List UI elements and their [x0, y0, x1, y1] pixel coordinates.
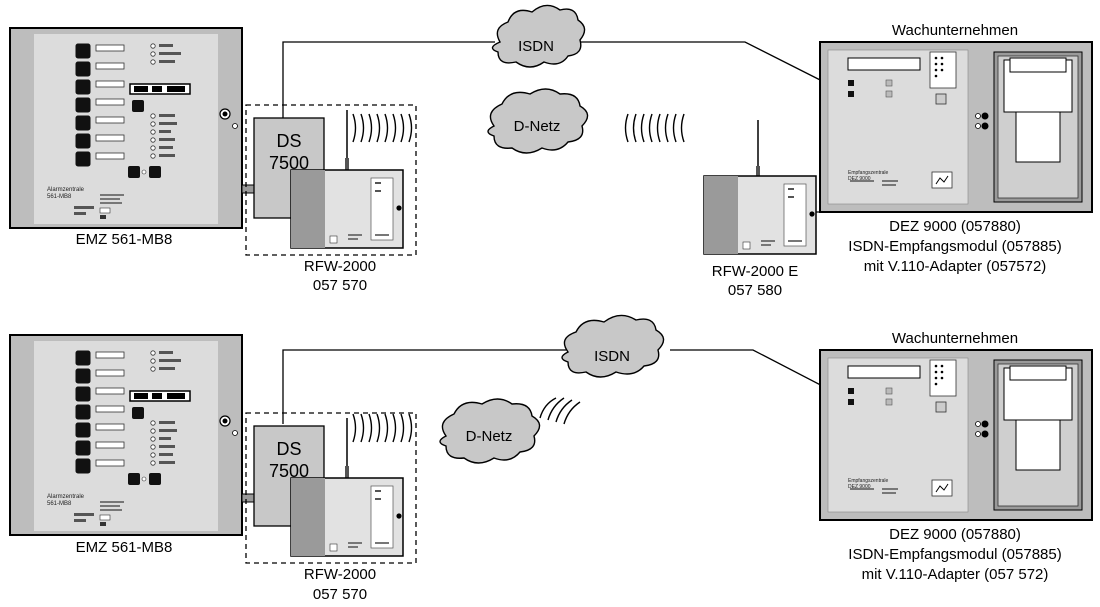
alarm-panel-text-1-top: Alarmzentrale — [47, 187, 85, 193]
dashed-group-bottom — [245, 412, 417, 564]
ds-label-1-bottom: DS — [276, 439, 301, 459]
isdn-line-bottom — [282, 349, 837, 424]
rfw-sender-caption-1-bottom: RFW-2000 — [304, 566, 376, 583]
dez-caption-2-bottom: ISDN-Empfangsmodul (057885) — [848, 546, 1061, 563]
ds7500-top: DS 7500 — [253, 117, 325, 219]
rfw-sender-caption-1-top: RFW-2000 — [304, 258, 376, 275]
dnetz-cloud-bottom: D-Netz — [439, 398, 541, 464]
rfw-sender-bottom — [290, 418, 404, 557]
ds-label-2-bottom: 7500 — [269, 461, 309, 481]
security-company-title-top: Wachunternehmen — [892, 22, 1018, 39]
dez-panel-label-1-top: Empfangszentrale — [848, 170, 889, 176]
alarm-panel-caption-top: EMZ 561-MB8 — [76, 231, 173, 248]
dez-caption-1-bottom: DEZ 9000 (057880) — [889, 526, 1021, 543]
rfw-receiver-caption-1-top: RFW-2000 E — [712, 263, 798, 280]
isdn-label-bottom: ISDN — [594, 348, 630, 365]
radio-waves-top-sender — [352, 113, 413, 143]
rfw-receiver-top — [703, 120, 817, 255]
alarm-panel-caption-bottom: EMZ 561-MB8 — [76, 539, 173, 556]
top-scenario: ISDN D-Netz Alarmzentrale 561-MB8 EMZ 56… — [9, 4, 1093, 299]
dez-panel-label-1-bottom: Empfangszentrale — [848, 478, 889, 484]
dez-panel-label-2-top: DEZ 9000 — [848, 176, 871, 182]
isdn-cloud-bottom: ISDN — [561, 314, 665, 378]
rfw-sender-top — [290, 110, 404, 249]
alarm-panel-text-1-bottom: Alarmzentrale — [47, 494, 85, 500]
isdn-line-top — [282, 41, 837, 124]
alarm-panel-text-2-top: 561-MB8 — [47, 194, 72, 200]
radio-waves-bottom-sender — [352, 413, 413, 443]
dez-caption-3-bottom: mit V.110-Adapter (057 572) — [862, 566, 1049, 583]
radio-waves-top-receiver — [624, 113, 685, 143]
receiving-station-top: Empfangszentrale DEZ 9000 — [819, 41, 1093, 213]
receiving-station-bottom: Empfangszentrale DEZ 9000 — [819, 349, 1093, 521]
rfw-sender-caption-2-bottom: 057 570 — [313, 586, 367, 603]
alarm-panel-bottom: Alarmzentrale 561-MB8 — [9, 334, 243, 536]
dez-caption-1-top: DEZ 9000 (057880) — [889, 218, 1021, 235]
dez-caption-2-top: ISDN-Empfangsmodul (057885) — [848, 238, 1061, 255]
security-company-title-bottom: Wachunternehmen — [892, 330, 1018, 347]
dez-caption-3-top: mit V.110-Adapter (057572) — [864, 258, 1047, 275]
alarm-panel-text-2-bottom: 561-MB8 — [47, 501, 72, 507]
isdn-cloud-top: ISDN — [491, 4, 586, 68]
dashed-group-top — [245, 104, 417, 256]
bottom-scenario: ISDN D-Netz Alarmzentrale 561-MB8 EMZ 56… — [9, 314, 1093, 603]
ds-label-1-top: DS — [276, 131, 301, 151]
dnetz-label-top: D-Netz — [514, 118, 561, 135]
dnetz-cloud-top: D-Netz — [487, 88, 589, 154]
rfw-receiver-caption-2-top: 057 580 — [728, 282, 782, 299]
dez-panel-label-2-bottom: DEZ 9000 — [848, 484, 871, 490]
ds-label-2-top: 7500 — [269, 153, 309, 173]
radio-waves-bottom-network — [539, 397, 581, 425]
isdn-label-top: ISDN — [518, 38, 554, 55]
rfw-sender-caption-2-top: 057 570 — [313, 277, 367, 294]
dnetz-label-bottom: D-Netz — [466, 428, 513, 445]
alarm-panel-top: Alarmzentrale 561-MB8 — [9, 27, 243, 229]
